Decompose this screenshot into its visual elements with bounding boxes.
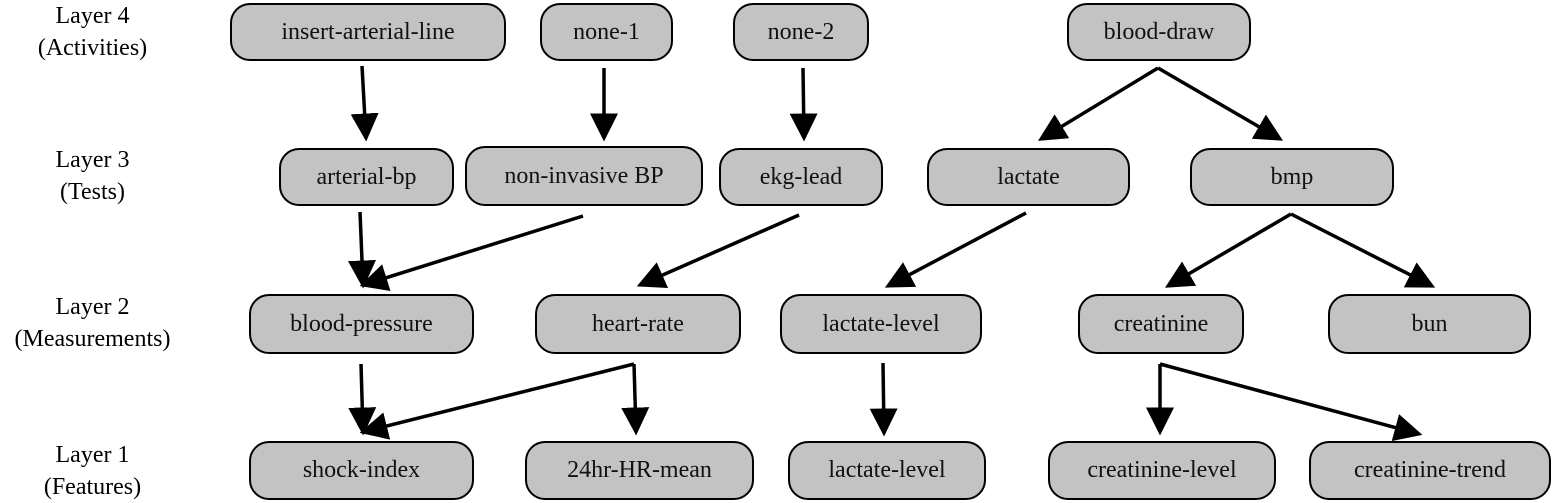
node-none-1: none-1	[540, 3, 673, 61]
node-arterial-bp: arterial-bp	[279, 148, 454, 206]
node-shock-index: shock-index	[249, 441, 474, 500]
node-blood-pressure: blood-pressure	[249, 294, 474, 354]
node-bun: bun	[1328, 294, 1531, 354]
node-lactate-level-feature: lactate-level	[788, 441, 986, 500]
edge-non-invasive-bp-to-blood-pressure	[359, 214, 584, 292]
edge-blood-draw-to-lactate	[1038, 66, 1159, 141]
edge-blood-pressure-to-shock-index	[348, 363, 377, 436]
node-blood-draw: blood-draw	[1067, 3, 1251, 61]
node-bmp: bmp	[1190, 148, 1394, 206]
node-ekg-lead: ekg-lead	[719, 148, 883, 206]
edge-arterial-bp-to-blood-pressure	[348, 211, 376, 289]
layer-3-desc: (Tests)	[60, 179, 125, 205]
edge-heart-rate-to-24hr-hr-mean	[621, 363, 650, 436]
node-lactate-level-measurement: lactate-level	[780, 294, 982, 354]
node-creatinine-level: creatinine-level	[1048, 441, 1276, 500]
node-non-invasive-bp: non-invasive BP	[465, 146, 703, 206]
edge-creatinine-to-creatinine-trend	[1159, 362, 1423, 442]
node-heart-rate: heart-rate	[535, 294, 741, 354]
layer-1-label: Layer 1 (Features)	[0, 439, 185, 503]
edge-bmp-to-bun	[1290, 212, 1436, 288]
edge-bmp-to-creatinine	[1164, 212, 1292, 288]
edge-lactate-to-lactate-level	[884, 211, 1027, 288]
node-24hr-hr-mean: 24hr-HR-mean	[525, 441, 754, 500]
layer-2-name: Layer 2	[55, 294, 130, 320]
node-lactate: lactate	[927, 148, 1130, 206]
layer-3-label: Layer 3 (Tests)	[0, 144, 185, 208]
node-none-2: none-2	[733, 3, 869, 61]
node-creatinine: creatinine	[1078, 294, 1244, 354]
layer-1-desc: (Features)	[43, 474, 142, 500]
layer-2-desc: (Measurements)	[14, 326, 171, 352]
edge-heart-rate-to-shock-index	[359, 362, 635, 440]
layer-1-name: Layer 1	[55, 442, 130, 468]
layer-4-name: Layer 4	[55, 3, 130, 29]
layer-4-label: Layer 4 (Activities)	[0, 0, 185, 64]
layer-4-desc: (Activities)	[37, 35, 148, 61]
node-insert-arterial-line: insert-arterial-line	[230, 3, 506, 61]
edge-none-2-to-ekg-lead	[789, 67, 818, 142]
edge-ekg-lead-to-heart-rate	[636, 213, 800, 288]
edge-blood-draw-to-bmp	[1157, 66, 1284, 141]
layer-3-name: Layer 3	[55, 147, 130, 173]
edge-lactate-level-to-lactate-level	[869, 362, 898, 437]
node-creatinine-trend: creatinine-trend	[1309, 441, 1551, 500]
edge-insert-arterial-line-to-arterial-bp	[350, 65, 379, 142]
layer-2-label: Layer 2 (Measurements)	[0, 291, 185, 355]
